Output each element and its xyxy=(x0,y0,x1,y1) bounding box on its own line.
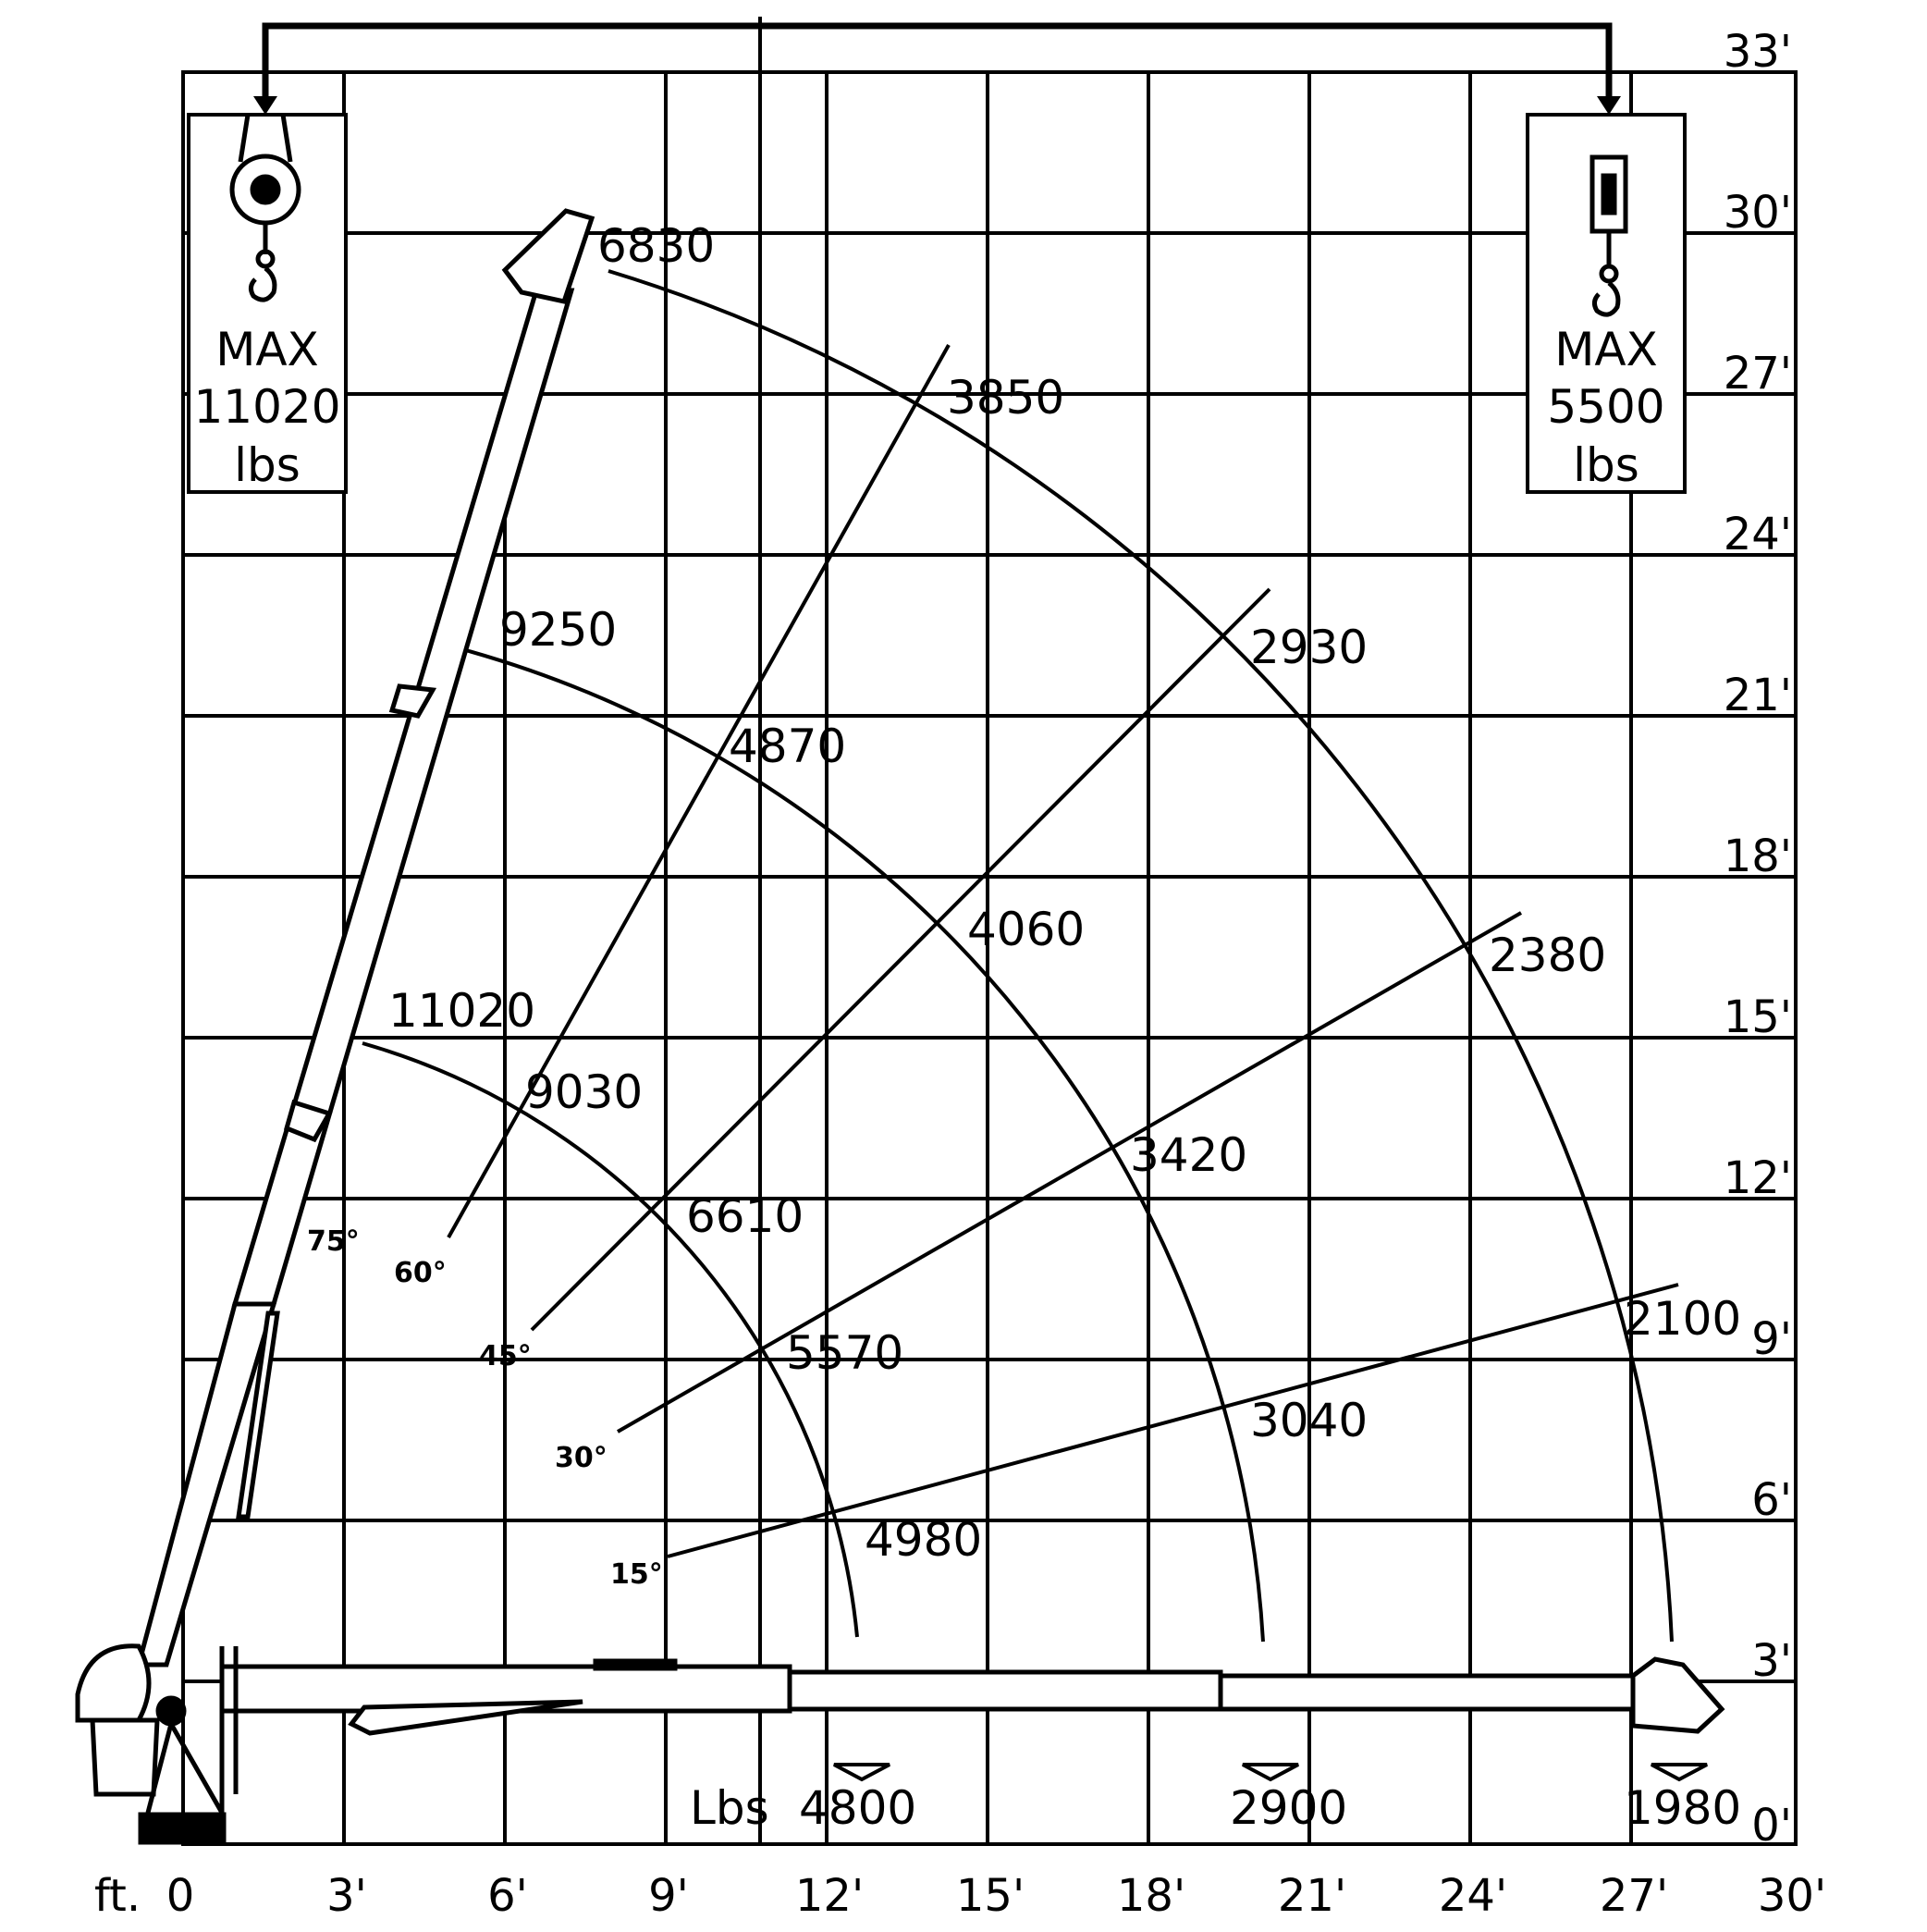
y-axis-labels: 0' 3' 6' 9' 12' 15' 18' 21' 24' 27' 30' … xyxy=(1724,26,1792,1852)
load-middle-15: 3040 xyxy=(1250,1394,1368,1447)
load-middle-45: 4060 xyxy=(967,903,1085,956)
pivot-icon xyxy=(155,1695,187,1727)
angle-line-15 xyxy=(667,1283,1679,1558)
boom xyxy=(135,208,595,1667)
angle-label-60: 60° xyxy=(394,1257,447,1289)
x-tick-0: 0 xyxy=(166,1870,195,1922)
load-middle-30: 3420 xyxy=(1130,1128,1247,1182)
h-boom-section-2 xyxy=(787,1669,1223,1712)
load-middle-60: 4870 xyxy=(729,720,846,773)
y-tick-3: 3' xyxy=(1751,1635,1792,1687)
angle-label-75: 75° xyxy=(307,1225,360,1258)
load-inner-45: 6610 xyxy=(686,1189,804,1243)
left-max-value: 11020 xyxy=(193,380,340,434)
x-axis-labels: ft. 0 3' 6' 9' 12' 15' 18' 21' 24' 27' 3… xyxy=(94,1870,1826,1922)
y-tick-21: 21' xyxy=(1724,670,1792,721)
radius-arcs xyxy=(362,269,1674,1643)
arc-inner xyxy=(362,1041,859,1638)
x-tick-30: 30' xyxy=(1758,1870,1826,1922)
base-column xyxy=(90,1717,160,1797)
x-tick-12: 12' xyxy=(795,1870,864,1922)
load-labels: 6830 3850 2930 2380 2100 9250 4870 4060 … xyxy=(388,219,1741,1567)
outrigger-foot xyxy=(138,1812,227,1845)
load-outer-15: 2100 xyxy=(1624,1292,1741,1346)
right-max-unit: lbs xyxy=(1573,438,1639,492)
angle-label-15: 15° xyxy=(610,1558,663,1591)
y-tick-24: 24' xyxy=(1724,509,1792,560)
double-hook-icon xyxy=(229,114,301,302)
boom-joint-2 xyxy=(283,1099,333,1143)
ground-lbs-label: Lbs xyxy=(690,1781,769,1835)
crane-base xyxy=(75,1643,239,1845)
h-boom-cylinder xyxy=(348,1699,583,1736)
ground-markers xyxy=(833,1763,1708,1782)
right-max-box: MAX 5500 lbs xyxy=(1526,113,1687,494)
y-tick-0: 0' xyxy=(1751,1800,1792,1852)
horizontal-boom xyxy=(219,1656,1725,1736)
ground-marker-27ft-icon xyxy=(1651,1763,1708,1782)
h-boom-pad xyxy=(593,1658,678,1671)
operator-seat xyxy=(75,1643,152,1723)
load-outer-30: 2380 xyxy=(1489,929,1606,982)
y-tick-27: 27' xyxy=(1724,348,1792,400)
x-tick-21: 21' xyxy=(1278,1870,1346,1922)
x-tick-6: 6' xyxy=(487,1870,528,1922)
ground-load-27ft: 1980 xyxy=(1624,1781,1741,1835)
ground-load-12ft: 4800 xyxy=(799,1781,916,1835)
ground-marker-12ft-icon xyxy=(833,1763,890,1782)
load-outer-60: 3850 xyxy=(947,371,1064,425)
angle-line-45 xyxy=(530,587,1271,1332)
x-tick-3: 3' xyxy=(326,1870,367,1922)
arc-middle xyxy=(461,647,1265,1643)
x-tick-9: 9' xyxy=(648,1870,689,1922)
arc-outer xyxy=(608,269,1674,1643)
load-middle-top: 9250 xyxy=(499,603,617,657)
load-outer-45: 2930 xyxy=(1250,621,1368,674)
y-tick-30: 30' xyxy=(1724,187,1792,239)
x-tick-18: 18' xyxy=(1117,1870,1185,1922)
angle-lines xyxy=(447,344,1679,1558)
h-boom-section-3 xyxy=(1218,1673,1636,1712)
boom-joint-1 xyxy=(388,683,437,719)
x-tick-24: 24' xyxy=(1439,1870,1507,1922)
left-arrow-icon xyxy=(253,96,277,115)
boom-base-section xyxy=(135,1301,277,1667)
load-inner-15: 4980 xyxy=(865,1513,982,1567)
ground-load-labels: Lbs 4800 2900 1980 xyxy=(690,1781,1741,1835)
h-boom-tip xyxy=(1630,1656,1725,1734)
load-inner-top: 11020 xyxy=(388,984,535,1038)
boom-tip xyxy=(501,208,595,304)
x-tick-15: 15' xyxy=(956,1870,1025,1922)
y-tick-33: 33' xyxy=(1724,26,1792,78)
right-max-label: MAX xyxy=(1554,323,1658,376)
y-tick-9: 9' xyxy=(1751,1313,1792,1365)
right-arrow-icon xyxy=(1597,96,1621,115)
single-hook-icon xyxy=(1589,154,1628,317)
ground-load-21ft: 2900 xyxy=(1230,1781,1347,1835)
y-tick-6: 6' xyxy=(1751,1474,1792,1526)
angle-label-30: 30° xyxy=(555,1442,608,1474)
left-max-box: MAX 11020 lbs xyxy=(187,113,348,494)
x-unit-label: ft. xyxy=(94,1870,141,1922)
hydraulic-cylinder xyxy=(236,1311,280,1520)
angle-line-60 xyxy=(447,344,951,1238)
angle-label-45: 45° xyxy=(479,1340,532,1372)
angle-labels: 75° 60° 45° 30° 15° xyxy=(307,1225,663,1591)
load-inner-30: 5570 xyxy=(786,1326,903,1380)
top-connector xyxy=(262,22,1613,100)
left-max-unit: lbs xyxy=(234,438,301,492)
ground-marker-21ft-icon xyxy=(1242,1763,1299,1782)
load-inner-60: 9030 xyxy=(525,1065,643,1119)
y-tick-18: 18' xyxy=(1724,831,1792,882)
angle-line-30 xyxy=(617,911,1522,1434)
y-tick-15: 15' xyxy=(1724,991,1792,1043)
y-tick-12: 12' xyxy=(1724,1152,1792,1204)
x-tick-27: 27' xyxy=(1600,1870,1668,1922)
load-outer-top: 6830 xyxy=(597,219,715,273)
left-max-label: MAX xyxy=(215,323,319,376)
right-max-value: 5500 xyxy=(1547,380,1664,434)
